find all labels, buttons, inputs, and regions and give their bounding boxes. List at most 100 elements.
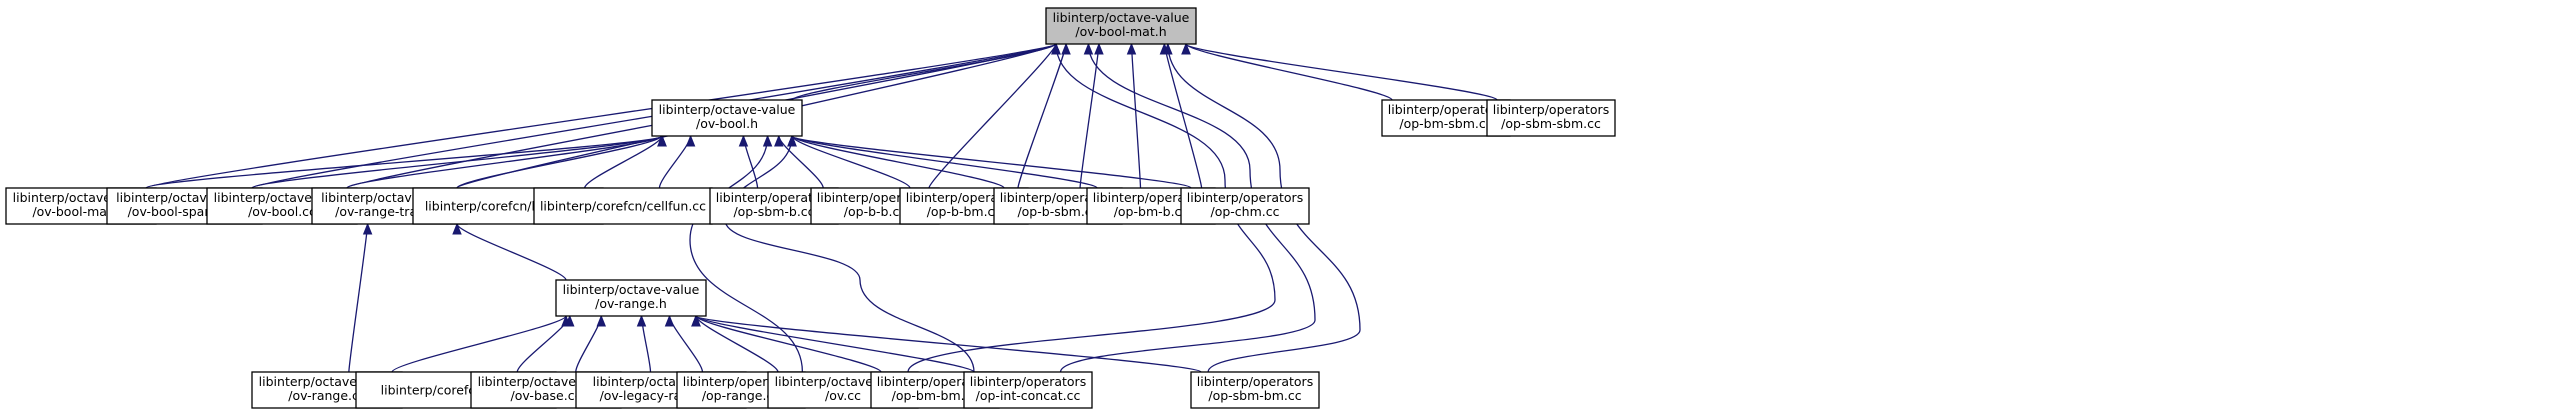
edge-line (456, 135, 663, 189)
edge-sbmb-to-boolh (738, 134, 759, 189)
node-intconcat[interactable]: libinterp/operators/op-int-concat.cc (963, 371, 1093, 409)
node-label: libinterp/operators (1187, 190, 1303, 205)
edge-line (584, 135, 663, 189)
node-box (1486, 99, 1616, 137)
edge-sbmbm-to-root (1163, 42, 1361, 373)
arrowhead (787, 134, 797, 147)
node-label: /ov-bool-mat.cc (32, 204, 129, 219)
edge-ovcc-to-root (907, 42, 1276, 373)
edge-line (1017, 43, 1067, 189)
edge-line (1185, 43, 1498, 101)
node-label: libinterp/operators (1093, 190, 1209, 205)
node-sbmsbm[interactable]: libinterp/operators/op-sbm-sbm.cc (1486, 99, 1616, 137)
edge-line (346, 135, 663, 189)
edge-line (145, 43, 1057, 189)
node-label: libinterp/operators (1388, 102, 1504, 117)
arrowhead (664, 314, 675, 327)
edge-line (1130, 43, 1142, 189)
edge-oprange-to-rangeh (664, 314, 704, 373)
node-label: /op-sbm-bm.cc (1208, 388, 1301, 403)
edge-line (456, 223, 567, 281)
edge-chm-to-boolh (787, 134, 1192, 189)
edge-bmb-to-root (1126, 42, 1142, 189)
edge-rangecc-to-rangetraits (348, 222, 373, 373)
node-label: libinterp/operators (1197, 374, 1313, 389)
edge-sbmsbm-to-root (1181, 42, 1498, 101)
edge-intconcat-to-rangeh (691, 314, 975, 373)
node-cellfun[interactable]: libinterp/corefcn/cellfun.cc (533, 187, 713, 225)
arrowhead (738, 134, 749, 147)
arrowhead (657, 134, 667, 147)
node-label: /op-int-concat.cc (976, 388, 1081, 403)
edge-line (695, 315, 779, 373)
edge-cellfun-to-boolh (658, 134, 696, 189)
graph-nodes: libinterp/octave-value/ov-bool-mat.hlibi… (5, 7, 1616, 409)
edge-line (391, 315, 567, 373)
edge-bbm-to-root (1017, 42, 1071, 189)
node-label: /op-range.cc (702, 388, 780, 403)
edge-line (928, 43, 1057, 189)
edge-line (695, 315, 1202, 373)
arrowhead (762, 134, 773, 147)
arrowhead (774, 134, 784, 147)
arrowhead (1126, 42, 1137, 55)
edge-bitfcns-to-boolh (584, 134, 667, 189)
edge-line (145, 135, 663, 189)
node-label: libinterp/corefcn/cellfun.cc (540, 199, 706, 214)
arrowhead (691, 314, 701, 327)
edge-boolsparse-to-boolh (251, 134, 667, 189)
node-label: /op-bm-bm.cc (892, 388, 979, 403)
arrowhead (685, 134, 696, 147)
edge-line (695, 315, 882, 373)
node-label: /op-chm.cc (1211, 204, 1280, 219)
edge-line (724, 135, 975, 373)
arrowhead (636, 314, 647, 327)
node-label: libinterp/operators (906, 190, 1022, 205)
edge-line (1059, 43, 1316, 373)
edge-boolmatcc-to-boolh (145, 134, 667, 189)
edge-line (1163, 43, 1203, 189)
node-label: /op-bm-b.cc (1114, 204, 1189, 219)
node-label: libinterp/octave-value (563, 282, 700, 297)
edge-chm-to-root (1159, 42, 1203, 189)
node-label: libinterp/operators (716, 190, 832, 205)
edge-line (791, 135, 1005, 189)
edge-line (689, 135, 804, 373)
node-label: /ov-bool.h (696, 116, 758, 131)
edge-sbmbm-to-rangeh (691, 314, 1202, 373)
node-label: /ov-bool-mat.h (1075, 24, 1166, 39)
edge-legacy-to-rangeh (636, 314, 652, 373)
node-box (651, 99, 803, 137)
node-label: libinterp/octave-value (1053, 10, 1190, 25)
node-box (533, 187, 713, 225)
arrowhead (565, 314, 575, 327)
edge-line (251, 135, 663, 189)
edge-line (695, 315, 975, 373)
edge-line (1167, 43, 1361, 373)
edge-base-to-rangeh (575, 314, 606, 373)
edge-ovcc-to-boolh (689, 134, 804, 373)
node-label: /ov-bool.cc (248, 204, 316, 219)
node-boolh[interactable]: libinterp/octave-value/ov-bool.h (651, 99, 803, 137)
node-sbmbm[interactable]: libinterp/operators/op-sbm-bm.cc (1190, 371, 1320, 409)
node-box (1045, 7, 1197, 45)
node-box (1180, 187, 1310, 225)
edge-bmbm-to-rangeh (691, 314, 882, 373)
node-label: /op-b-b.cc (844, 204, 907, 219)
arrowhead (1181, 42, 1191, 55)
node-label: /op-bm-sbm.cc (1399, 116, 1492, 131)
edge-utils-to-rangeh (516, 314, 575, 373)
node-label: libinterp/operators (1493, 102, 1609, 117)
edge-bb-to-boolh (774, 134, 824, 189)
edge-line (348, 223, 369, 373)
arrowhead (1163, 42, 1173, 55)
node-label: /ov-range.h (595, 296, 667, 311)
edge-intconcat-to-root (1059, 42, 1316, 373)
node-chm[interactable]: libinterp/operators/op-chm.cc (1180, 187, 1310, 225)
node-root: libinterp/octave-value/ov-bool-mat.h (1045, 7, 1197, 45)
node-box (555, 279, 707, 317)
node-label: /op-b-bm.cc (927, 204, 1002, 219)
node-label: /op-sbm-b.cc (733, 204, 814, 219)
edge-line (907, 43, 1276, 373)
node-rangeh[interactable]: libinterp/octave-value/ov-range.h (555, 279, 707, 317)
